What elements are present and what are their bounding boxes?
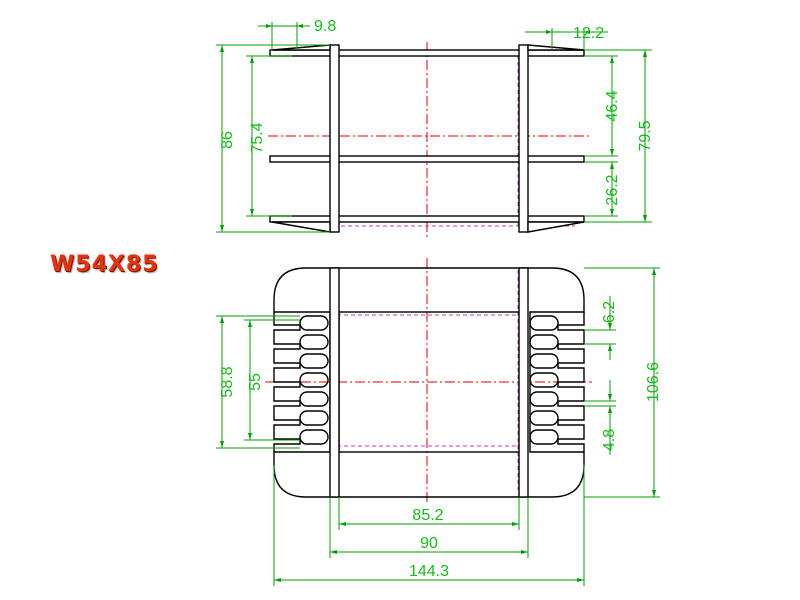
dim-right-height: 79.5 (637, 120, 654, 151)
bottom-flange (269, 215, 585, 223)
right-wall (518, 267, 529, 498)
middle-flange (269, 155, 585, 163)
dim-height-inner: 75.4 (249, 122, 266, 153)
top-view (265, 258, 592, 505)
top-flange (269, 49, 585, 57)
dim-upper-section: 46.4 (604, 90, 621, 121)
left-pin-comb (273, 312, 329, 452)
dim-total-width: 144.3 (409, 563, 449, 580)
part-title: W54X85 (50, 252, 159, 277)
dim-pin-span-inner: 55 (247, 373, 264, 391)
right-post (518, 44, 529, 233)
bobbin-body (273, 267, 585, 498)
dim-lower-section: 26.2 (604, 174, 621, 205)
dim-total-depth: 106.6 (645, 362, 662, 402)
dim-mid-width: 90 (420, 535, 438, 552)
dim-pin-gap: 4.8 (601, 429, 618, 451)
dim-pin-span-outer: 58.8 (219, 366, 236, 397)
left-post (329, 44, 340, 233)
side-view-dimensions: 9.8 12.2 86 75.4 (216, 18, 654, 233)
right-pin-comb (529, 312, 585, 452)
left-wall (329, 267, 340, 498)
side-view (268, 42, 590, 237)
dim-inner-width: 85.2 (412, 507, 443, 524)
dim-flange-left: 9.8 (314, 18, 336, 35)
dim-height-outer: 86 (219, 131, 236, 149)
dim-pin-height: 6.2 (601, 301, 618, 323)
top-view-dimensions: 58.8 55 6.2 4.8 (216, 267, 662, 586)
dim-flange-right: 12.2 (573, 25, 604, 42)
